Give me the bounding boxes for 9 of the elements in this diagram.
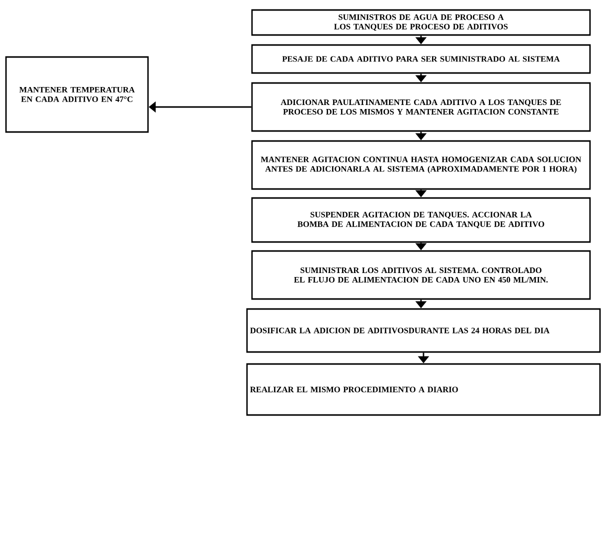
side-box: MANTENER TEMPERATURA EN CADA ADITIVO EN 47°C: [5, 56, 149, 133]
process-box: DOSIFICAR LA ADICION DE ADITIVOSDURANTE LAS 24 HORAS DEL DIA: [246, 308, 601, 353]
process-box: MANTENER AGITACION CONTINUA HASTA HOMOGENIZAR CADA SOLUCION ANTES DE ADICIONARLA AL SISTEMA (APROXIMADAMENTE POR 1 HORA): [251, 140, 591, 190]
process-box: SUSPENDER AGITACION DE TANQUES. ACCIONAR LA BOMBA DE ALIMENTACION DE CADA TANQUE DE ADITIVO: [251, 197, 591, 243]
process-box: SUMINISTROS DE AGUA DE PROCESO A LOS TANQUES DE PROCESO DE ADITIVOS: [251, 9, 591, 36]
process-box: SUMINISTRAR LOS ADITIVOS AL SISTEMA. CONTROLADO EL FLUJO DE ALIMENTACION DE CADA UNO EN 450 ML/MIN.: [251, 250, 591, 300]
process-box: PESAJE DE CADA ADITIVO PARA SER SUMINISTRADO AL SISTEMA: [251, 44, 591, 74]
process-box: ADICIONAR PAULATINAMENTE CADA ADITIVO A LOS TANQUES DE PROCESO DE LOS MISMOS Y MANTENER AGITACION CONSTANTE: [251, 82, 591, 132]
process-box: REALIZAR EL MISMO PROCEDIMIENTO A DIARIO: [246, 363, 601, 416]
